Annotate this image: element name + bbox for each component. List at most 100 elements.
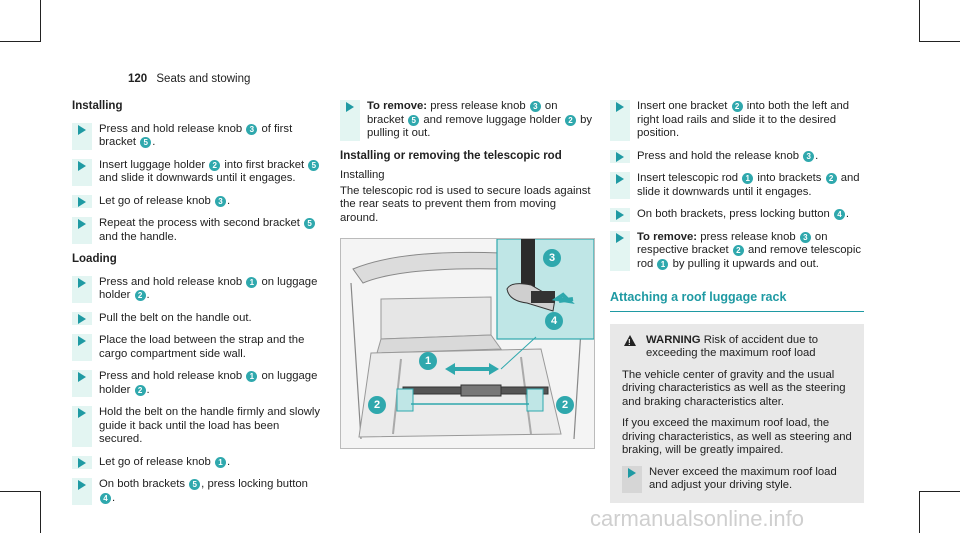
crop-mark bbox=[919, 491, 960, 492]
step-item: Insert one bracket 2 into both the left … bbox=[610, 100, 864, 141]
step-arrow-icon bbox=[610, 149, 630, 163]
callout-number: 5 bbox=[189, 479, 201, 490]
callout-number: 2 bbox=[731, 101, 743, 112]
callout-number: 5 bbox=[140, 137, 152, 148]
step-text: Place the load between the strap and the… bbox=[99, 334, 305, 360]
step-text: . bbox=[815, 149, 819, 162]
step-text: . bbox=[226, 455, 231, 468]
crop-mark bbox=[919, 491, 920, 533]
step-text: Insert one bracket bbox=[637, 100, 731, 112]
warning-label: WARNING bbox=[646, 333, 701, 346]
remove-lead: To remove: bbox=[367, 100, 428, 112]
step-text: press release knob bbox=[697, 230, 799, 243]
callout-number: 4 bbox=[833, 209, 845, 220]
callout-number: 2 bbox=[134, 290, 146, 301]
step-text: and slide it downwards until it engages. bbox=[99, 172, 296, 184]
installing-heading: Installing bbox=[72, 100, 123, 112]
step-text: Let go of release knob bbox=[99, 194, 214, 207]
installing-steps: Press and hold release knob 3 of first b… bbox=[72, 122, 322, 244]
step-text: Insert luggage holder bbox=[99, 158, 209, 171]
step-text: by pulling it upwards and out. bbox=[669, 257, 819, 270]
step-item: Press and hold the release knob 3. bbox=[610, 149, 864, 163]
step-text: and the handle. bbox=[99, 230, 177, 243]
callout-number: 1 bbox=[742, 173, 754, 184]
rod-steps: Insert one bracket 2 into both the left … bbox=[610, 100, 864, 222]
step-text: . bbox=[845, 208, 850, 220]
step-text: . bbox=[226, 194, 231, 207]
step-arrow-icon bbox=[610, 208, 630, 222]
callout-number: 5 bbox=[304, 218, 316, 229]
rod-remove-step: To remove: press release knob 3 on respe… bbox=[610, 230, 864, 271]
step-text: on bracket bbox=[367, 100, 558, 126]
step-text: Never exceed the maximum roof load and a… bbox=[649, 465, 837, 492]
step-text: Let go of release knob bbox=[99, 455, 214, 468]
step-item: Hold the belt on the handle firmly and s… bbox=[72, 406, 322, 447]
step-arrow-icon bbox=[610, 100, 630, 141]
step-text: . bbox=[112, 491, 116, 504]
step-item: Insert luggage holder 2 into first brack… bbox=[72, 158, 322, 186]
figure-callout-2-left: 2 bbox=[368, 396, 386, 414]
crop-mark bbox=[40, 491, 41, 533]
step-item: On both brackets 5, press locking button… bbox=[72, 478, 322, 505]
crop-mark bbox=[0, 41, 41, 42]
rod-heading: Installing or removing the telescopic ro… bbox=[340, 149, 562, 162]
step-text: and slide it downwards until it engages. bbox=[637, 172, 860, 198]
step-arrow-icon bbox=[72, 478, 92, 505]
callout-number: 5 bbox=[408, 114, 420, 126]
remove-step: To remove: press release knob 3 on brack… bbox=[340, 100, 593, 141]
step-text: Press and hold release knob bbox=[99, 275, 246, 288]
step-text: Press and hold the release knob bbox=[637, 149, 803, 162]
callout-number: 2 bbox=[732, 245, 744, 256]
loading-steps: Press and hold release knob 1 on luggage… bbox=[72, 275, 322, 505]
step-item: Repeat the process with second bracket 5… bbox=[72, 217, 322, 244]
crop-mark bbox=[919, 41, 960, 42]
step-item: Let go of release knob 1. bbox=[72, 455, 322, 469]
step-text: of first bracket bbox=[99, 122, 293, 149]
step-text: and remove luggage holder bbox=[420, 113, 565, 126]
callout-number: 4 bbox=[100, 492, 111, 504]
step-text: Hold the belt on the handle firmly and s… bbox=[99, 406, 321, 445]
step-arrow-icon bbox=[72, 334, 92, 361]
step-item: Press and hold release knob 1 on luggage… bbox=[72, 275, 322, 303]
step-item: Press and hold release knob 1 on luggage… bbox=[72, 370, 322, 397]
step-text: On both brackets bbox=[99, 478, 189, 490]
callout-number: 2 bbox=[565, 114, 577, 126]
step-text: Press and hold release knob bbox=[99, 122, 246, 135]
step-text: and remove telescopic rod bbox=[637, 244, 861, 270]
step-arrow-icon bbox=[72, 275, 92, 303]
crop-mark bbox=[40, 0, 41, 42]
step-item: Let go of release knob 3. bbox=[72, 194, 322, 208]
step-text: . bbox=[146, 289, 150, 301]
callout-number: 3 bbox=[529, 101, 541, 112]
step-arrow-icon bbox=[72, 217, 92, 244]
warning-step: Never exceed the maximum roof load and a… bbox=[622, 465, 852, 493]
step-arrow-icon bbox=[610, 172, 630, 199]
step-arrow-icon bbox=[622, 465, 642, 493]
step-arrow-icon bbox=[72, 311, 92, 325]
step-text: into brackets bbox=[754, 172, 825, 184]
warning-title-wrap: WARNING Risk of accident due to exceedin… bbox=[646, 334, 852, 361]
page-header: 120 Seats and stowing bbox=[128, 73, 250, 85]
step-text: Repeat the process with second bracket bbox=[99, 217, 304, 229]
step-text: Insert telescopic rod bbox=[637, 172, 742, 184]
figure-callout-2-right: 2 bbox=[556, 396, 574, 414]
step-text: by pulling it out. bbox=[367, 113, 593, 140]
warning-header: WARNING Risk of accident due to exceedin… bbox=[622, 334, 852, 361]
step-arrow-icon bbox=[72, 158, 92, 186]
step-arrow-icon bbox=[72, 122, 92, 150]
callout-number: 3 bbox=[799, 231, 811, 243]
warning-box: WARNING Risk of accident due to exceedin… bbox=[610, 323, 864, 503]
step-arrow-icon bbox=[72, 455, 92, 469]
loading-heading: Loading bbox=[72, 253, 117, 265]
column-left: Installing Press and hold release knob 3… bbox=[72, 100, 322, 514]
step-item: On both brackets, press locking button 4… bbox=[610, 208, 864, 222]
page-number: 120 bbox=[128, 73, 148, 85]
step-arrow-icon bbox=[72, 194, 92, 208]
step-text: into first bracket bbox=[221, 158, 308, 171]
installing-label: Installing bbox=[340, 169, 385, 181]
callout-number: 2 bbox=[209, 159, 221, 171]
callout-number: 3 bbox=[803, 150, 815, 162]
warning-paragraph-2: If you exceed the maximum roof load, the… bbox=[622, 417, 852, 456]
callout-number: 5 bbox=[308, 159, 320, 171]
callout-number: 1 bbox=[246, 371, 258, 382]
